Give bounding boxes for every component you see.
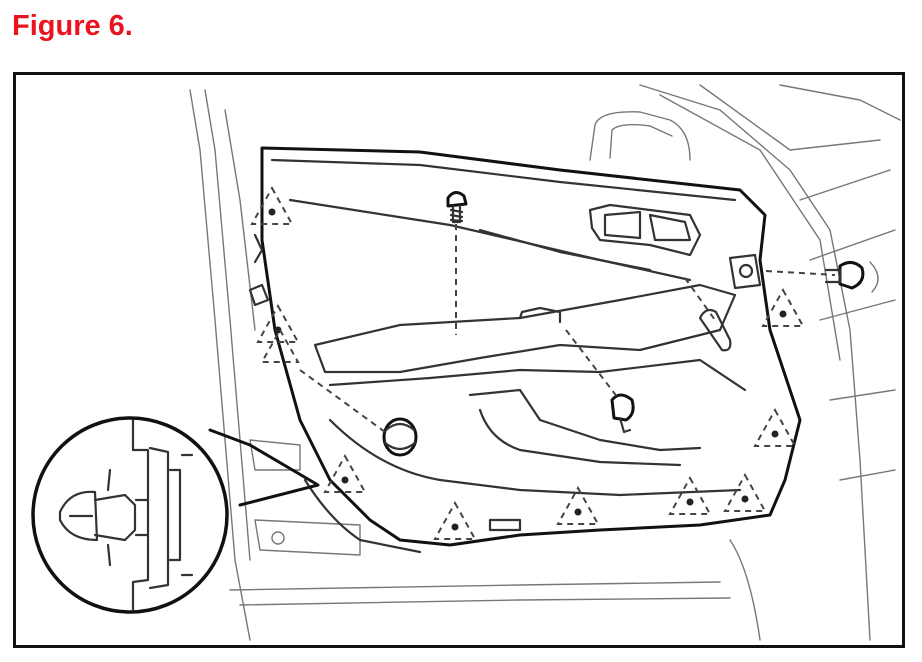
trim-panel-outline [248, 146, 802, 554]
trim-clip-icon [382, 417, 418, 457]
screw-icon [610, 308, 732, 434]
clip-marker-triangle [761, 287, 805, 327]
clip-marker-triangle [260, 327, 300, 363]
clip-detail-inset [31, 416, 320, 614]
clip-markers [250, 185, 805, 540]
clip-marker-triangle [488, 518, 522, 532]
clip-marker-triangle [256, 303, 300, 343]
clip-marker-triangle [250, 185, 294, 225]
clip-marker-triangle [668, 475, 712, 515]
clip-marker-triangle [723, 472, 767, 512]
screw-icon [446, 191, 468, 224]
figure-title: Figure 6. [12, 10, 133, 42]
clip-marker-triangle [433, 500, 477, 540]
door-frame-lines [189, 84, 901, 641]
screw-icon [824, 261, 879, 293]
clip-marker-triangle [556, 485, 600, 525]
clip-marker-triangle [323, 453, 367, 493]
clip-marker-triangle [753, 407, 797, 447]
leader-lines [299, 224, 836, 433]
